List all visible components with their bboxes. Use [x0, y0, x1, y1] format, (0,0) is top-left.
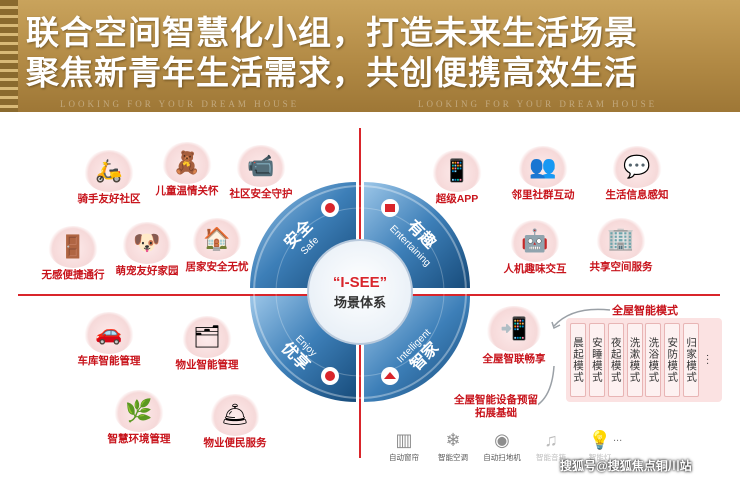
info-icon: 💬	[612, 146, 662, 188]
device-bulb: 💡 智能灯	[578, 428, 622, 463]
mode-item-more: ...	[703, 354, 716, 366]
item-environment: 🌿 智慧环境管理	[100, 390, 178, 446]
device-label: 自动扫地机	[483, 453, 521, 462]
item-label: 共享空间服务	[589, 261, 653, 273]
item-garage: 🚗 车库智能管理	[70, 312, 148, 368]
item-label: 骑手友好社区	[77, 193, 141, 205]
item-label: 居家安全无忧	[185, 261, 249, 273]
item-label: 物业便民服务	[203, 437, 267, 449]
banner-title-line2: 聚焦新青年生活需求，共创便携高效生活	[26, 54, 638, 91]
smart-home-center-label: 全屋智联畅享	[482, 353, 546, 365]
home-safety-icon: 🏠	[192, 218, 242, 260]
access-gate-icon: 🚪	[48, 226, 98, 268]
item-community-security: 📹 社区安全守护	[222, 145, 300, 201]
item-label: 智慧环境管理	[107, 433, 171, 445]
center-title-en: “I-SEE”	[333, 274, 387, 291]
device-vacuum: ◉ 自动扫地机	[480, 428, 524, 463]
pet-icon: 🐶	[122, 222, 172, 264]
item-rider-friendly: 🛵 骑手友好社区	[70, 150, 148, 206]
item-label: 无感便捷通行	[41, 269, 105, 281]
center-title-cn: 场景体系	[334, 295, 386, 310]
mode-item: 洗漱模式	[626, 323, 643, 397]
item-label: 儿童温情关怀	[155, 185, 219, 197]
center-disc	[307, 239, 413, 345]
item-label: 邻里社群互动	[511, 189, 575, 201]
item-label: 车库智能管理	[77, 355, 141, 367]
device-list: ▥ 自动窗帘 ❄ 智能空调 ◉ 自动扫地机 ♫ 智能音箱 💡 智能灯	[382, 428, 622, 463]
robot-icon: 🤖	[510, 220, 560, 262]
item-human-machine: 🤖 人机趣味交互	[496, 220, 574, 276]
mode-item: 安睡模式	[588, 323, 605, 397]
property-icon: 🗂	[182, 316, 232, 358]
item-super-app: 📱 超级APP	[418, 150, 496, 206]
device-label: 自动窗帘	[389, 453, 419, 462]
banner-title-line1: 联合空间智慧化小组，打造未来生活场景	[26, 14, 638, 51]
item-shared-space: 🏢 共享空间服务	[582, 218, 660, 274]
banner-watermark-right: LOOKING FOR YOUR DREAM HOUSE	[418, 99, 658, 109]
device-speaker: ♫ 智能音箱	[529, 428, 573, 463]
mode-item: 归家模式	[683, 323, 700, 397]
item-label: 超级APP	[435, 193, 479, 205]
item-home-safety: 🏠 居家安全无忧	[178, 218, 256, 274]
item-label: 生活信息感知	[605, 189, 669, 201]
mode-title: 全屋智能模式	[612, 305, 678, 317]
item-property-service: 🛎 物业便民服务	[196, 394, 274, 450]
garage-icon: 🚗	[84, 312, 134, 354]
environment-icon: 🌿	[114, 390, 164, 432]
bulb-icon: 💡	[588, 430, 612, 450]
mode-item: 夜起模式	[607, 323, 624, 397]
vacuum-icon: ◉	[494, 430, 510, 450]
mode-item: 晨起模式	[570, 323, 586, 397]
shared-space-icon: 🏢	[596, 218, 646, 260]
air-conditioner-icon: ❄	[445, 430, 461, 450]
child-care-icon: 🧸	[162, 142, 212, 184]
item-label: 物业智能管理	[175, 359, 239, 371]
camera-icon: 📹	[236, 145, 286, 187]
community-icon: 👥	[518, 146, 568, 188]
middle-ring	[275, 207, 445, 377]
banner-watermark-left: LOOKING FOR YOUR DREAM HOUSE	[60, 99, 300, 109]
speaker-icon: ♫	[544, 430, 558, 450]
item-child-care: 🧸 儿童温情关怀	[148, 142, 226, 198]
smart-home-center: 📲 全屋智联畅享	[474, 306, 554, 366]
banner-decor-strip	[0, 0, 18, 112]
item-seamless-access: 🚪 无感便捷通行	[34, 226, 112, 282]
device-air-conditioner: ❄ 智能空调	[431, 428, 475, 463]
outer-ring	[253, 185, 467, 399]
item-pet-friendly: 🐶 萌宠友好家园	[108, 222, 186, 278]
device-label: 智能空调	[438, 453, 468, 462]
rider-icon: 🛵	[84, 150, 134, 192]
device-curtain: ▥ 自动窗帘	[382, 428, 426, 463]
header-banner: 联合空间智慧化小组，打造未来生活场景 聚焦新青年生活需求，共创便携高效生活 LO…	[0, 0, 740, 112]
curtain-icon: ▥	[395, 430, 413, 450]
mode-item: 洗浴模式	[645, 323, 662, 397]
item-neighbor-community: 👥 邻里社群互动	[504, 146, 582, 202]
device-title: 全屋智能设备预留拓展基础	[454, 394, 538, 419]
item-life-info: 💬 生活信息感知	[598, 146, 676, 202]
device-more: ...	[613, 432, 623, 444]
app-icon: 📱	[432, 150, 482, 192]
item-label: 人机趣味交互	[503, 263, 567, 275]
mode-item: 安防模式	[664, 323, 681, 397]
i-see-circle: “I-SEE” 场景体系 安全 Safe 有趣 Entertaining Enj…	[250, 182, 470, 402]
item-property-management: 🗂 物业智能管理	[168, 316, 246, 372]
device-label: 智能灯	[588, 453, 612, 462]
device-label: 智能音箱	[536, 453, 566, 462]
flow-arrows	[538, 308, 611, 406]
item-label: 社区安全守护	[229, 188, 293, 200]
smart-home-hub-icon: 📲	[486, 306, 542, 352]
service-icon: 🛎	[210, 394, 260, 436]
mode-list: 晨起模式 安睡模式 夜起模式 洗漱模式 洗浴模式 安防模式 归家模式 ...	[566, 318, 722, 402]
item-label: 萌宠友好家园	[115, 265, 179, 277]
source-credit: 搜狐号@搜狐焦点铜川站	[560, 459, 692, 473]
